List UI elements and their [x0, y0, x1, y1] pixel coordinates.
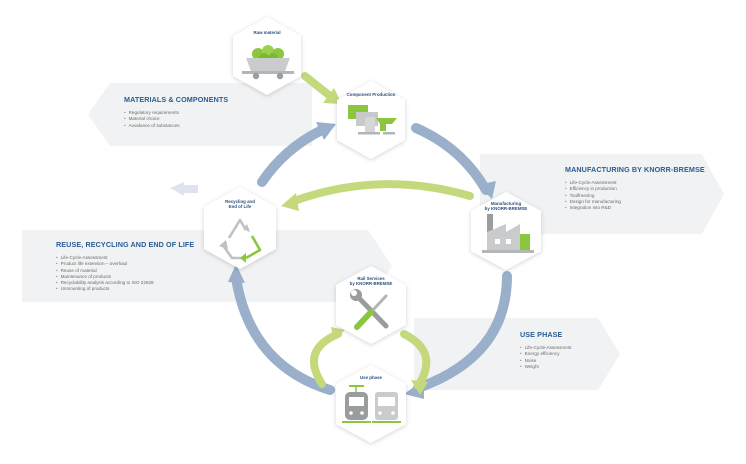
hex-label-manufacturing: Manufacturing by KNORR-BREMSE: [484, 201, 528, 212]
green-arrowhead-to-recycling: [281, 193, 299, 211]
arrowhead-to-manufacturing: [478, 181, 496, 199]
arc-manufacturing-to-use: [413, 271, 512, 393]
panel-title: REUSE, RECYCLING AND END OF LIFE: [56, 240, 195, 249]
list-item: Life-Cycle-Assessment: [56, 255, 194, 261]
recycling-icon: [219, 218, 262, 263]
list-item: Noise: [520, 358, 572, 364]
list-item: Energy efficiency: [520, 351, 572, 357]
hex-label-component-production: Component Production: [346, 92, 396, 97]
list-item: Product life extension – overhaul: [56, 261, 194, 267]
list-item: Integration into R&D: [565, 205, 705, 211]
train-bus-icon: [342, 385, 401, 423]
faded-outgoing-arrow: [170, 182, 184, 196]
list-item: Regulatory requirements: [124, 110, 228, 116]
green-arrowhead-left-loop: [331, 327, 345, 340]
hex-use-phase: [336, 365, 406, 443]
arc-use-to-recycling: [231, 273, 335, 395]
factory-icon: [482, 214, 534, 253]
green-arc-right-service-loop: [400, 330, 431, 390]
list-item: Avoidance of substances: [124, 123, 228, 129]
hex-label-raw-material: Raw material: [253, 30, 281, 35]
hex-label-recycling: Recycling and End of Life: [225, 199, 255, 210]
list-item: Unmounting of products: [56, 286, 194, 292]
arc-recycling-to-component: [257, 125, 327, 187]
panel-list: Life-Cycle-Assessment Efficiency in prod…: [565, 180, 705, 211]
usephase-panel-shape: [414, 318, 620, 390]
arrowhead-to-recycling: [228, 264, 245, 283]
panel-manufacturing: MANUFACTURING BY KNORR-BREMSE Life-Cycle…: [565, 165, 705, 211]
list-item: Material choice: [124, 116, 228, 122]
panel-list: Regulatory requirements Material choice …: [124, 110, 228, 129]
green-arrowhead-right-loop: [411, 380, 428, 395]
list-item: Efficiency in production: [565, 186, 705, 192]
panel-reuse-recycling: REUSE, RECYCLING AND END OF LIFE Life-Cy…: [56, 240, 194, 293]
panel-use-phase: USE PHASE Life-Cycle-Assessment Energy e…: [520, 330, 572, 370]
arc-component-to-manufacturing: [411, 123, 491, 195]
list-item: Reuse of material: [56, 268, 194, 274]
panel-list: Life-Cycle-Assessment Product life exten…: [56, 255, 194, 293]
ore-cart-icon: [242, 45, 294, 80]
hex-label-use-phase: Use phase: [360, 375, 382, 380]
list-item: Life-Cycle-Assessment: [565, 180, 705, 186]
list-item: Recyclability analysis according to ISO …: [56, 280, 194, 286]
list-item: Maintenance of products: [56, 274, 194, 280]
panel-title: MATERIALS & COMPONENTS: [124, 95, 229, 104]
list-item: Weight: [520, 364, 572, 370]
panel-materials-components: MATERIALS & COMPONENTS Regulatory requir…: [124, 95, 228, 129]
green-arrow-raw-to-component: [301, 72, 334, 100]
list-item: Life-Cycle-Assessment: [520, 345, 572, 351]
panel-title: MANUFACTURING BY KNORR-BREMSE: [565, 165, 705, 174]
hex-rail-services: [336, 266, 406, 344]
panel-list: Life-Cycle-Assessment Energy efficiency …: [520, 345, 572, 370]
green-arc-left-service-loop: [310, 330, 342, 388]
arrowhead-to-component: [316, 122, 336, 140]
faded-outgoing-shaft: [184, 185, 198, 193]
list-item: Design for manufacturing: [565, 199, 705, 205]
component-production-icon: [348, 105, 397, 135]
list-item: Toolfreezing: [565, 193, 705, 199]
hex-label-rail-services: Rail Services by KNORR-BREMSE: [349, 276, 393, 287]
tools-icon: [350, 289, 389, 330]
panel-title: USE PHASE: [520, 330, 563, 339]
green-arrow-manufacturing-to-recycling: [290, 180, 474, 205]
